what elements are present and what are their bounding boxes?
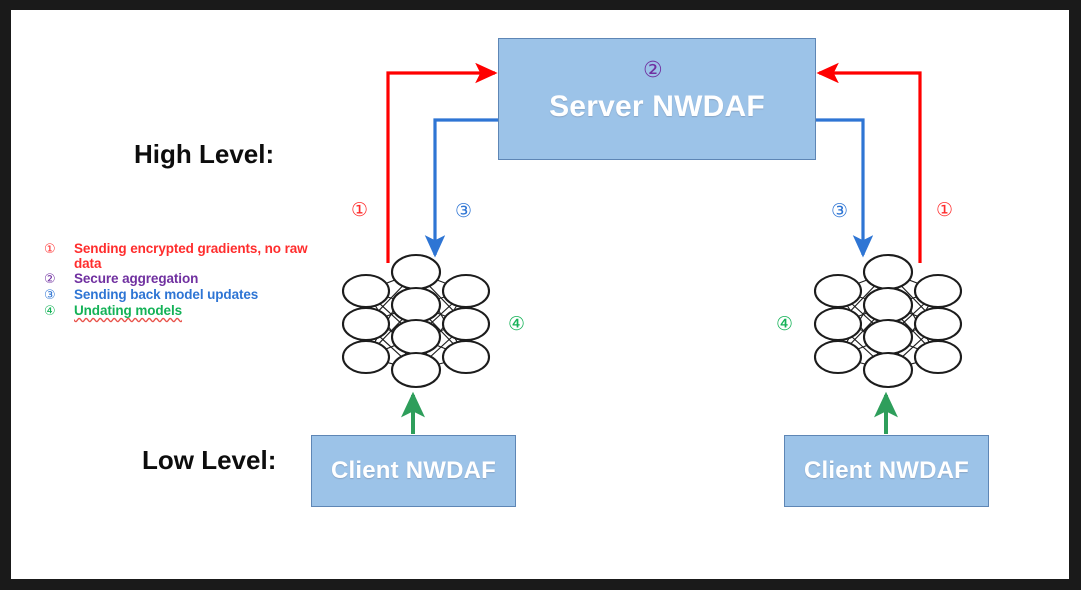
arrow-download-right [816,118,874,258]
step-marker-4-right: ④ [776,313,794,335]
client-nwdaf-right-label: Client NWDAF [803,457,970,484]
nn-left-edges-hidden-out [415,271,467,371]
nn-right-edges-hidden-out [887,271,939,371]
step-marker-3-left: ③ [455,200,473,222]
legend-item-4: ④ Undating models [44,304,324,319]
legend-label-3: Sending back model updates [74,287,259,303]
low-level-label: Low Level: [142,445,277,475]
legend: ① Sending encrypted gradients, no raw da… [44,241,324,320]
legend-label-4: Undating models [74,303,183,319]
step-marker-2-server: ② [643,58,663,83]
arrow-download-left [424,118,498,258]
nn-left-nodes [341,253,491,389]
server-nwdaf-label: Server NWDAF [549,90,765,123]
legend-item-2: ② Secure aggregation [44,272,324,287]
legend-marker-4: ④ [44,304,56,320]
step-marker-3-right: ③ [831,200,849,222]
high-level-label: High Level: [134,139,275,169]
legend-item-1: ① Sending encrypted gradients, no raw da… [44,241,324,271]
neural-network-left [341,253,491,389]
legend-item-3: ③ Sending back model updates [44,288,324,303]
nn-right-edges-in-hidden [837,271,889,371]
legend-label-2: Secure aggregation [74,271,199,287]
neural-network-right [813,253,963,389]
arrow-upload-left [386,62,498,263]
nn-left-edges-in-hidden [365,271,417,371]
legend-label-1: Sending encrypted gradients, no raw data [74,241,308,271]
client-nwdaf-right-box[interactable]: Client NWDAF [784,435,989,507]
server-nwdaf-box[interactable]: Server NWDAF [498,38,816,160]
legend-marker-1: ① [44,242,56,257]
step-marker-1-right: ① [936,199,954,221]
nn-right-nodes [813,253,963,389]
client-nwdaf-left-box[interactable]: Client NWDAF [311,435,516,507]
step-marker-1-left: ① [351,199,369,221]
legend-marker-3: ③ [44,288,56,304]
arrow-upload-right [816,62,922,263]
client-nwdaf-left-label: Client NWDAF [330,457,497,484]
diagram-canvas: Server NWDAF ② Client NWDAF Client NWDAF… [11,10,1069,579]
legend-marker-2: ② [44,272,56,288]
step-marker-4-left: ④ [508,313,526,335]
